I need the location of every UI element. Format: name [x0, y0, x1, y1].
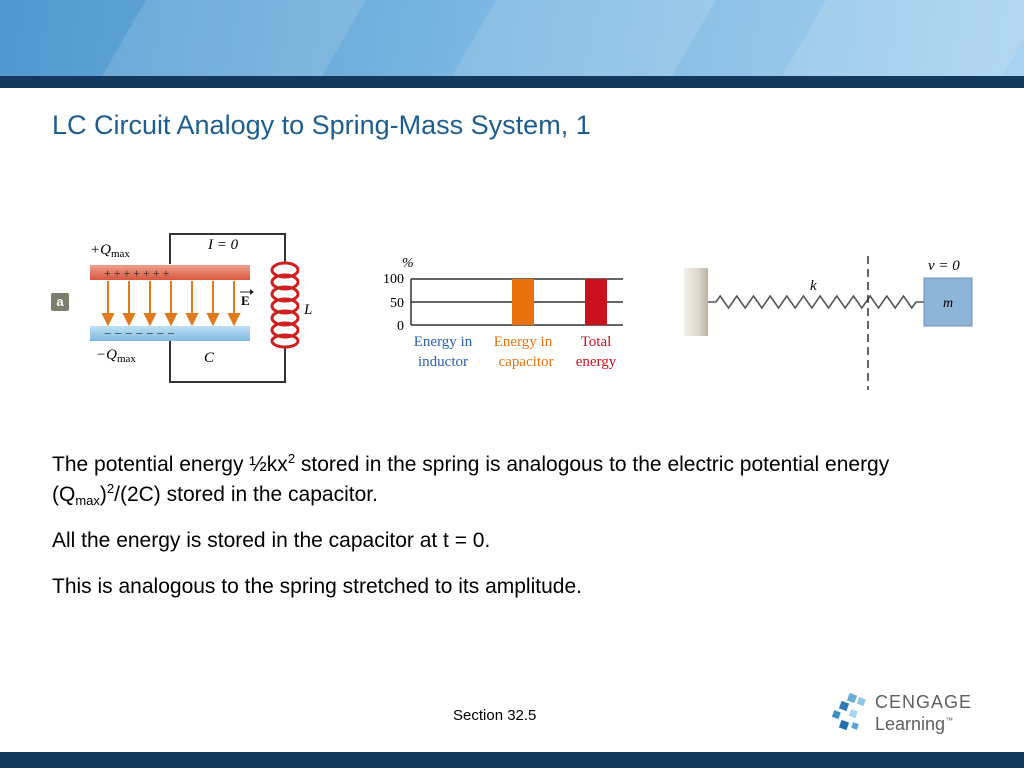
plus-q: +Q	[90, 242, 111, 258]
bar-total-energy	[585, 279, 607, 325]
p1-text-c: )	[99, 483, 107, 506]
body-text: The potential energy ½kx2 stored in the …	[52, 450, 952, 618]
capacitor-label: C	[204, 350, 215, 366]
paragraph-potential-energy: The potential energy ½kx2 stored in the …	[52, 450, 952, 510]
p1-superscript-2: 2	[106, 481, 115, 496]
paragraph-spring-amplitude: This is analogous to the spring stretche…	[52, 575, 582, 598]
energy-bar-chart: % 100 50 0 Energy in inductor Energy in …	[383, 256, 623, 370]
p1-superscript-1: 2	[287, 451, 296, 466]
tick-50: 50	[390, 296, 404, 311]
bar-label-inductor-line2: inductor	[418, 354, 468, 370]
minus-qmax-label: −Qmax	[96, 347, 136, 365]
banner-streak	[762, 0, 1024, 76]
spring-constant-label: k	[810, 278, 817, 294]
mass-block	[923, 277, 973, 327]
mass-label: m	[943, 296, 953, 311]
banner-streak	[432, 0, 728, 76]
bar-label-inductor-line1: Energy in	[414, 334, 473, 350]
footer-rule	[0, 752, 1024, 768]
bar-label-capacitor-line2: capacitor	[499, 354, 554, 370]
bar-energy-capacitor	[512, 279, 534, 325]
trademark: ™	[945, 716, 954, 725]
p1-text-d: /(2C) stored in the capacitor.	[114, 483, 378, 506]
spring	[708, 294, 924, 310]
negative-signs: − − − − − − −	[104, 326, 175, 341]
cengage-logo: CENGAGE Learning™	[830, 690, 990, 740]
tick-0: 0	[397, 319, 404, 334]
spring-mass-diagram: k m v = 0	[684, 256, 973, 390]
p1-subscript-max: max	[75, 493, 100, 508]
bar-label-total-line2: energy	[576, 354, 617, 370]
current-label: I = 0	[207, 237, 239, 253]
plus-qmax-label: +Qmax	[90, 242, 130, 260]
cengage-learning-text: Learning™	[875, 714, 953, 735]
slide-title: LC Circuit Analogy to Spring-Mass System…	[52, 110, 591, 140]
inductor-coil	[270, 261, 300, 349]
positive-plate	[90, 265, 250, 280]
section-label: Section 32.5	[453, 707, 537, 724]
positive-signs: + + + + + + +	[104, 266, 170, 280]
banner-streak	[82, 0, 378, 76]
electric-field-arrows	[101, 281, 241, 327]
cengage-brand-text: CENGAGE	[875, 692, 973, 712]
header-rule	[0, 76, 1024, 88]
circuit-wire-bottom	[169, 340, 286, 383]
inductor-label: L	[303, 302, 312, 318]
panel-label-a: a	[51, 293, 69, 311]
field-label: E	[241, 293, 250, 308]
paragraph-capacitor-energy: All the energy is stored in the capacito…	[52, 529, 491, 552]
bar-label-total-line1: Total	[581, 334, 612, 350]
chart-unit-label: %	[402, 256, 414, 271]
tick-100: 100	[383, 272, 404, 287]
wall	[684, 268, 708, 336]
plus-q-subscript: max	[111, 248, 130, 260]
minus-q-subscript: max	[117, 353, 136, 365]
p1-text-a: The potential energy ½kx	[52, 453, 288, 476]
header-banner	[0, 0, 1024, 76]
velocity-label: v = 0	[928, 258, 960, 274]
negative-plate	[90, 326, 250, 341]
minus-q: −Q	[96, 347, 117, 363]
p1-text-b: stored in the spring is analogous to the…	[52, 453, 890, 506]
bar-label-capacitor-line1: Energy in	[494, 334, 553, 350]
field-vector-arrowhead	[250, 289, 254, 295]
cengage-mark-icon	[831, 692, 866, 731]
circuit-wire-top	[169, 233, 286, 264]
lc-circuit-diagram: L + + + + + + + − − − − − − − E +Qmax −Q…	[90, 233, 312, 383]
learning-word: Learning	[875, 714, 946, 734]
field-label-bg	[238, 288, 258, 310]
